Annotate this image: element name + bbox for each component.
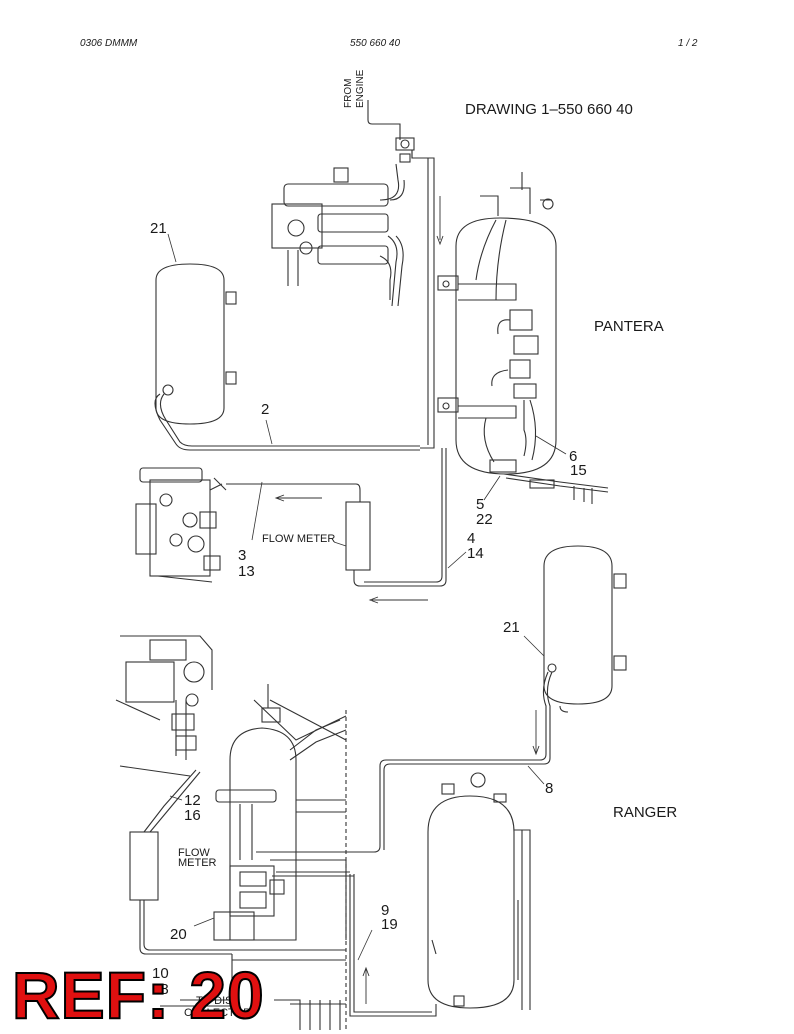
callout-15: 15 xyxy=(570,462,587,479)
callout-14: 14 xyxy=(467,545,484,562)
to-collector-label-2: COLLECTOR xyxy=(184,1007,252,1019)
callout-6: 6 xyxy=(569,448,578,465)
callout-21-ranger: 21 xyxy=(503,619,520,636)
callout-4: 4 xyxy=(467,530,476,547)
callout-16: 16 xyxy=(184,807,201,824)
ref-stamp: REF: 20 xyxy=(11,958,265,1032)
callout-13: 13 xyxy=(238,563,255,580)
callout-8: 8 xyxy=(545,780,554,797)
section-label-ranger: RANGER xyxy=(613,804,678,821)
drawing-title: DRAWING 1–550 660 40 xyxy=(465,101,633,118)
flow-meter-label-top: FLOW METER xyxy=(262,533,336,545)
callout-21-top: 21 xyxy=(150,220,167,237)
callout-18: 18 xyxy=(152,981,169,998)
to-collector-label-1: TO DIST. xyxy=(196,995,242,1007)
callout-2: 2 xyxy=(261,401,270,418)
callout-9: 9 xyxy=(381,902,390,919)
callout-12: 12 xyxy=(184,792,201,809)
callout-19: 19 xyxy=(381,916,398,933)
callout-5: 5 xyxy=(476,496,485,513)
flow-meter-label-bottom-2: METER xyxy=(178,857,217,869)
section-label-pantera: PANTERA xyxy=(594,318,664,335)
header-page-number: 1 / 2 xyxy=(678,38,698,49)
header-part-number: 550 660 40 xyxy=(350,38,401,49)
flow-meter-label-bottom-1: FLOW xyxy=(178,847,210,859)
callout-10: 10 xyxy=(152,965,169,982)
header-doc-code: 0306 DMMM xyxy=(80,38,138,49)
callout-3: 3 xyxy=(238,547,247,564)
callout-20: 20 xyxy=(170,926,187,943)
callout-22: 22 xyxy=(476,511,493,528)
